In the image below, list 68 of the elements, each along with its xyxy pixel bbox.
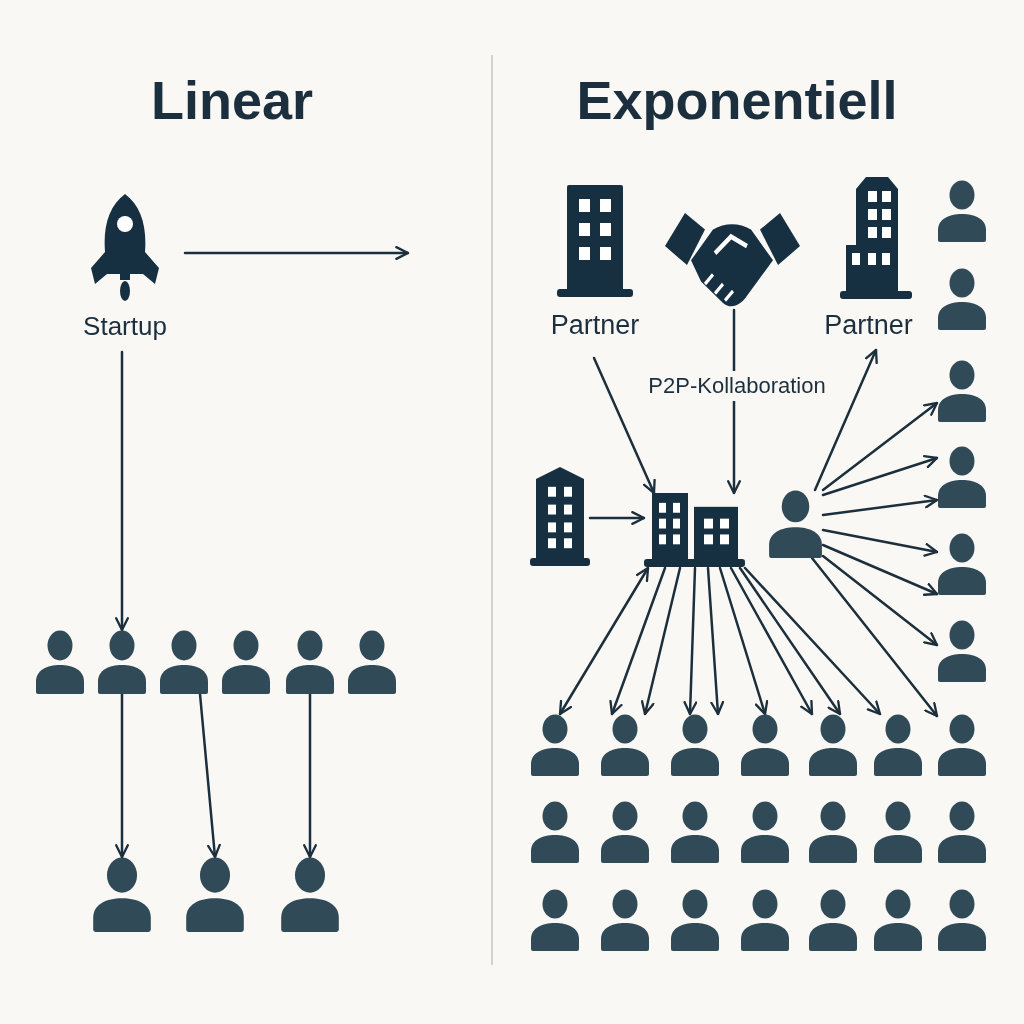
person-icon [740, 714, 790, 776]
person-icon [768, 490, 823, 558]
person-icon [530, 714, 580, 776]
person-icon [937, 446, 987, 508]
person-icon [937, 268, 987, 330]
arrow [706, 566, 725, 716]
arrow [683, 566, 698, 716]
person-icon [159, 630, 209, 694]
person-icon [670, 889, 720, 951]
person-icon [808, 714, 858, 776]
person-icon [600, 801, 650, 863]
person-icon [670, 714, 720, 776]
person-icon [530, 889, 580, 951]
person-icon [600, 889, 650, 951]
person-icon [740, 801, 790, 863]
arrow [821, 401, 939, 492]
person-icon [937, 620, 987, 682]
arrow [115, 350, 129, 632]
person-icon [937, 801, 987, 863]
arrow [821, 494, 939, 517]
arrow [821, 528, 939, 557]
person-icon [873, 889, 923, 951]
arrow [303, 692, 317, 859]
person-icon [92, 857, 152, 932]
arrow [183, 246, 410, 260]
person-icon [221, 630, 271, 694]
person-icon [185, 857, 245, 932]
person-icon [600, 714, 650, 776]
node-label: Startup [83, 312, 167, 341]
person-icon [285, 630, 335, 694]
person-icon [937, 714, 987, 776]
arrow [588, 511, 646, 525]
person-icon [670, 801, 720, 863]
person-icon [808, 889, 858, 951]
arrow [729, 566, 814, 716]
person-icon [97, 630, 147, 694]
person-icon [740, 889, 790, 951]
person-icon [530, 801, 580, 863]
person-icon [937, 889, 987, 951]
column-heading: Linear [150, 69, 314, 131]
arrow [743, 566, 882, 716]
person-icon [937, 360, 987, 422]
person-icon [873, 714, 923, 776]
arrow [115, 692, 129, 859]
arrow [738, 566, 842, 716]
arrow [609, 566, 667, 716]
arrow [821, 554, 939, 647]
building-icon [530, 467, 590, 568]
person-icon [873, 801, 923, 863]
arrow [821, 543, 939, 596]
node-label: Partner [550, 311, 640, 341]
person-icon [347, 630, 397, 694]
arrow [558, 566, 650, 716]
person-icon [937, 533, 987, 595]
arrow [718, 566, 769, 716]
arrow [198, 692, 221, 859]
column-heading: Exponentiell [576, 69, 898, 131]
buildings-icon [644, 493, 745, 568]
person-icon [808, 801, 858, 863]
arrow [821, 454, 939, 497]
person-icon [35, 630, 85, 694]
person-icon [937, 180, 987, 242]
arrow [810, 556, 939, 718]
arrow [640, 566, 682, 716]
arrow [813, 348, 878, 492]
node-label: Partner [824, 311, 913, 341]
arrow [592, 356, 656, 495]
person-icon [280, 857, 340, 932]
